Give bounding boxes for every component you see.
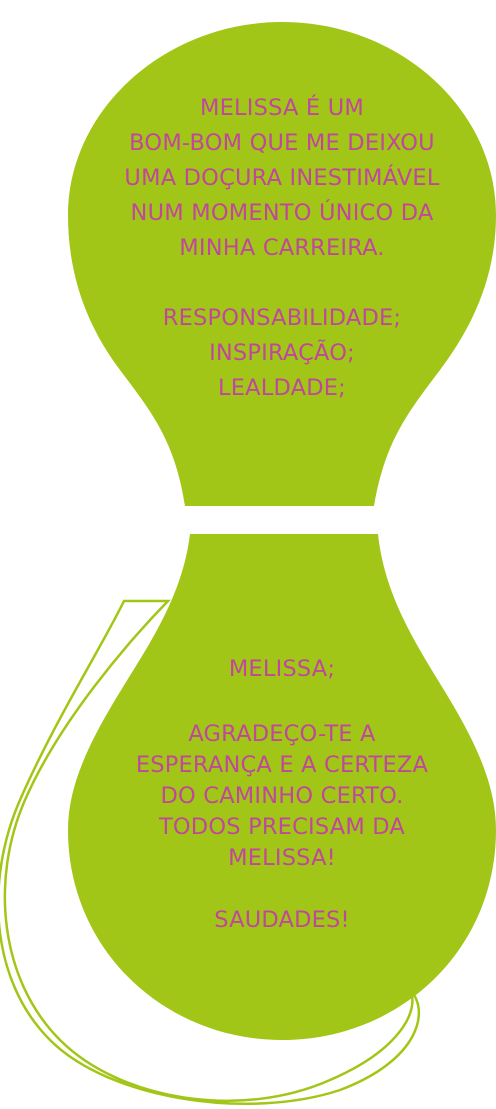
quality-lealdade: LEALDADE; xyxy=(218,375,346,401)
bottom-name: MELISSA; xyxy=(228,656,336,682)
spacer xyxy=(68,874,496,905)
bottom-card-text: MELISSA; AGRADEÇO-TE A ESPERANÇA E A CER… xyxy=(68,654,496,936)
bottom-line-4: TODOS PRECISAM DA xyxy=(158,814,406,840)
bottom-line-1: AGRADEÇO-TE A xyxy=(188,721,376,747)
spacer xyxy=(68,685,496,719)
bottom-line-2: ESPERANÇA E A CERTEZA xyxy=(135,752,429,778)
bottom-line-5: MELISSA! xyxy=(228,845,336,871)
bottom-closing: SAUDADES! xyxy=(214,907,350,933)
top-line-4: NUM MOMENTO ÚNICO DA xyxy=(130,200,434,226)
quality-responsabilidade: RESPONSABILIDADE; xyxy=(162,305,402,331)
top-line-5: MINHA CARREIRA. xyxy=(179,235,385,261)
spacer xyxy=(68,266,496,301)
top-balloon-shape xyxy=(68,22,496,506)
top-line-2: BOM-BOM QUE ME DEIXOU xyxy=(129,130,435,156)
bottom-balloon-shape xyxy=(68,534,496,1040)
bottom-line-3: DO CAMINHO CERTO. xyxy=(160,783,404,809)
top-card-text: MELISSA É UM BOM-BOM QUE ME DEIXOU UMA D… xyxy=(68,91,496,406)
top-line-3: UMA DOÇURA INESTIMÁVEL xyxy=(124,165,440,191)
top-line-1: MELISSA É UM xyxy=(200,95,364,121)
quality-inspiracao: INSPIRAÇÃO; xyxy=(209,340,355,366)
